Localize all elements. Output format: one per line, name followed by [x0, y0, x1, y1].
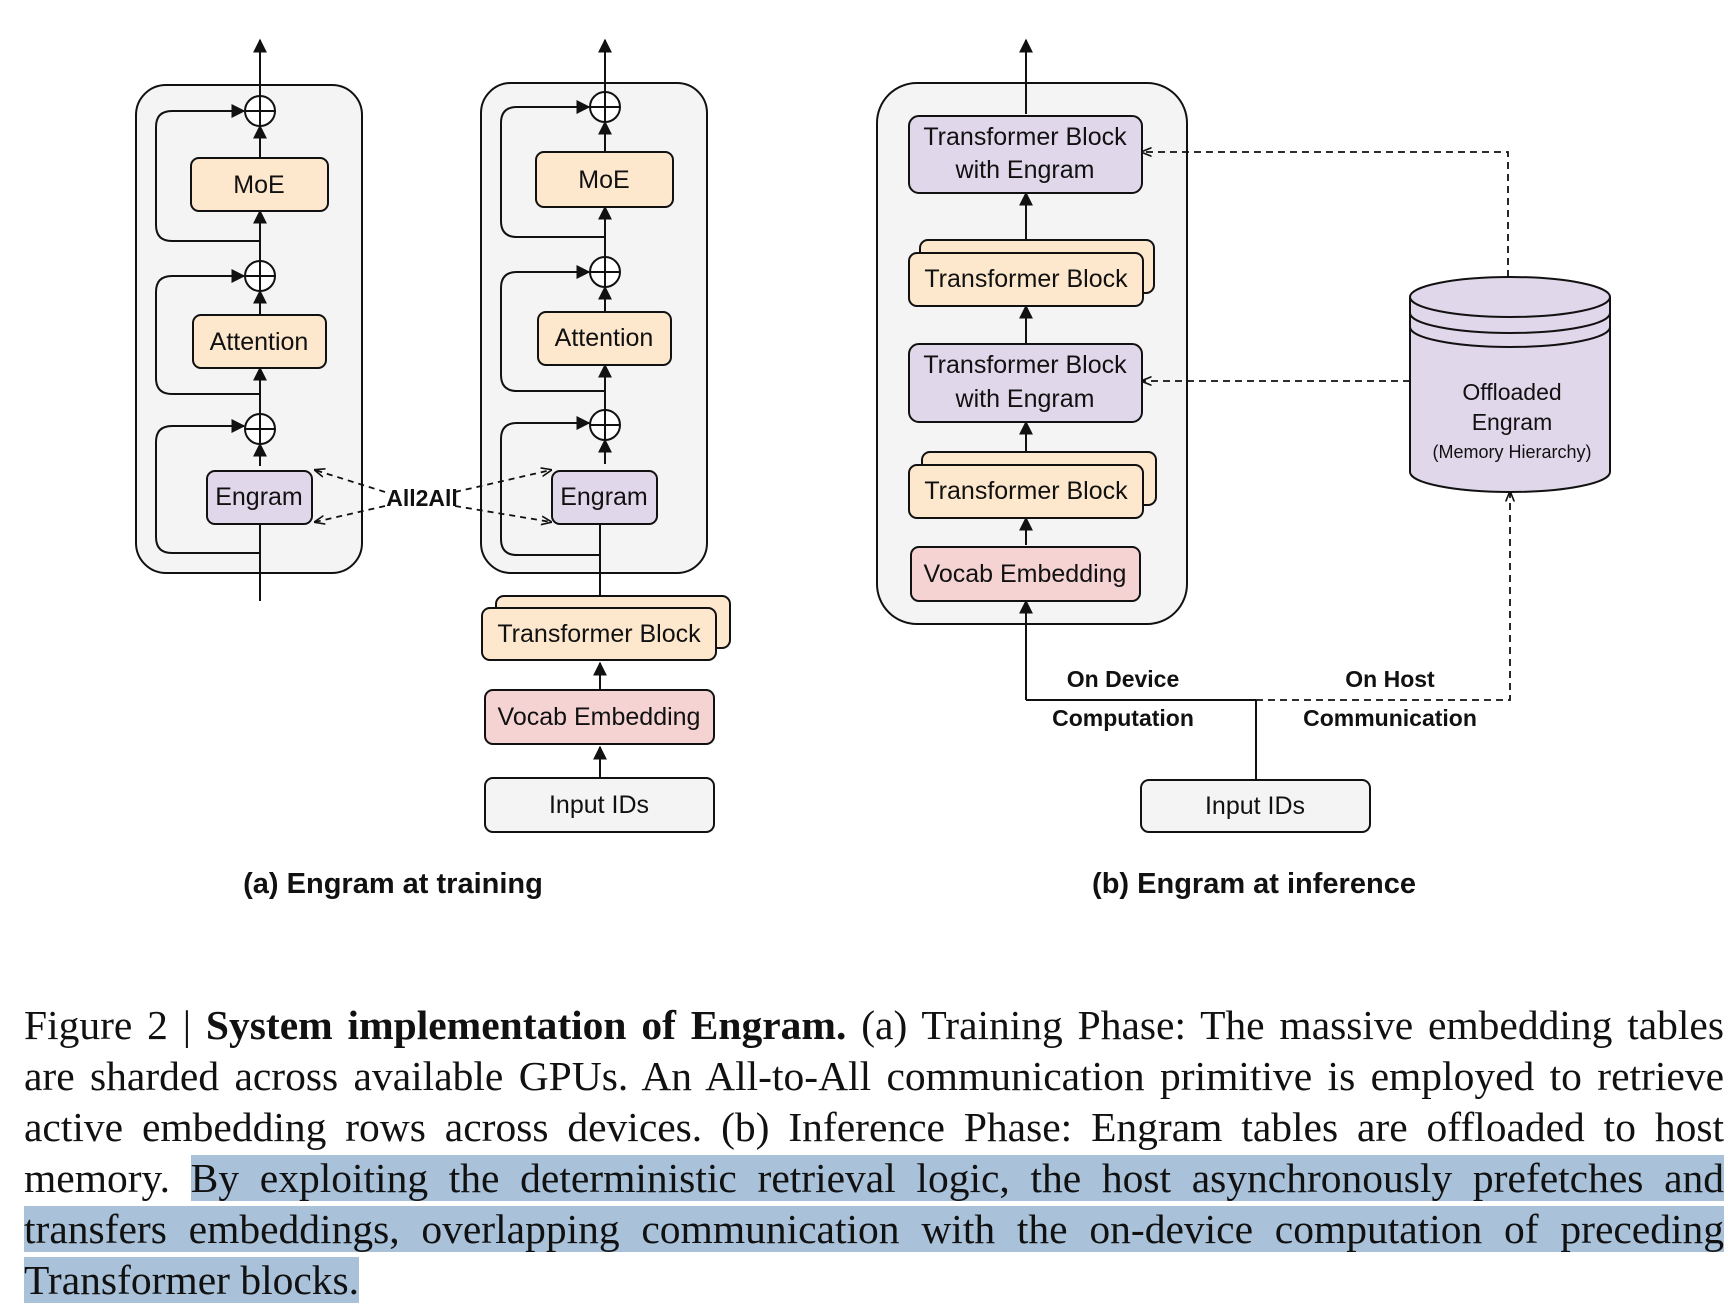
residual-add-icon [244, 413, 276, 445]
train-attention-box [192, 314, 327, 369]
inference-transformer-block-box-1 [908, 252, 1144, 307]
inference-transformer-block-label-1: Transformer Block [924, 265, 1128, 293]
on-device-line2: Computation [1052, 705, 1194, 731]
on-host-line1: On Host [1345, 666, 1435, 692]
on-host-line2: Communication [1303, 705, 1477, 731]
inference-vocab-embedding-box [910, 546, 1141, 602]
offloaded-line3: (Memory Hierarchy) [1432, 442, 1591, 462]
on-device-line1: On Device [1067, 666, 1180, 692]
train-engram-box [206, 470, 313, 525]
train-transformer-block-label: Transformer Block [497, 620, 701, 648]
caption-body: (a) Training Phase: The massive embeddin… [24, 1002, 1724, 1201]
caption-highlighted-text: By exploiting the deterministic retrieva… [24, 1155, 1724, 1303]
system-diagram: MoE Attention Engram MoE Attention Engra… [135, 38, 1611, 900]
inference-subcaption: (b) Engram at inference [1092, 868, 1416, 900]
train-engram-label-2: Engram [560, 483, 648, 511]
offloaded-engram-cylinder-icon [1409, 276, 1611, 493]
inference-tb-engram-mid-line1: Transformer Block [923, 351, 1127, 379]
offloaded-line1: Offloaded [1462, 379, 1561, 405]
train-moe-label-2: MoE [578, 166, 629, 194]
train-moe-label: MoE [233, 171, 284, 199]
train-vocab-embedding-box [484, 689, 715, 745]
residual-add-icon [589, 256, 621, 288]
train-attention-label: Attention [210, 328, 309, 356]
all2all-label: All2All [386, 485, 458, 511]
inference-vocab-embedding-label: Vocab Embedding [924, 560, 1127, 588]
train-moe-box [190, 157, 329, 212]
train-input-ids-label: Input IDs [549, 791, 649, 819]
offloaded-line2: Engram [1472, 409, 1553, 435]
train-engram-label: Engram [215, 483, 303, 511]
inference-tb-engram-top-line2: with Engram [955, 156, 1095, 184]
caption-title: System implementation of Engram. [205, 1002, 847, 1048]
inference-input-ids-label: Input IDs [1205, 792, 1305, 820]
residual-add-icon [589, 409, 621, 441]
inference-tb-engram-top-line1: Transformer Block [923, 123, 1127, 151]
training-subcaption: (a) Engram at training [243, 868, 543, 900]
train-attention-label-2: Attention [555, 324, 654, 352]
inference-transformer-block-box-2 [908, 464, 1144, 519]
inference-tb-engram-mid-line2: with Engram [955, 385, 1095, 413]
inference-transformer-block-label-2: Transformer Block [924, 477, 1128, 505]
residual-add-icon [589, 91, 621, 123]
train-moe-box-2 [535, 151, 674, 208]
train-vocab-embedding-label: Vocab Embedding [498, 703, 701, 731]
train-engram-box-2 [551, 470, 658, 525]
residual-add-icon [244, 95, 276, 127]
train-transformer-block-box [481, 607, 717, 661]
train-input-ids-box [484, 777, 715, 833]
figure-label: Figure 2 | [24, 1002, 206, 1048]
residual-add-icon [244, 260, 276, 292]
train-attention-box-2 [537, 311, 672, 366]
inference-input-ids-box [1140, 779, 1371, 833]
figure-caption: Figure 2 | System implementation of Engr… [24, 1000, 1724, 1306]
